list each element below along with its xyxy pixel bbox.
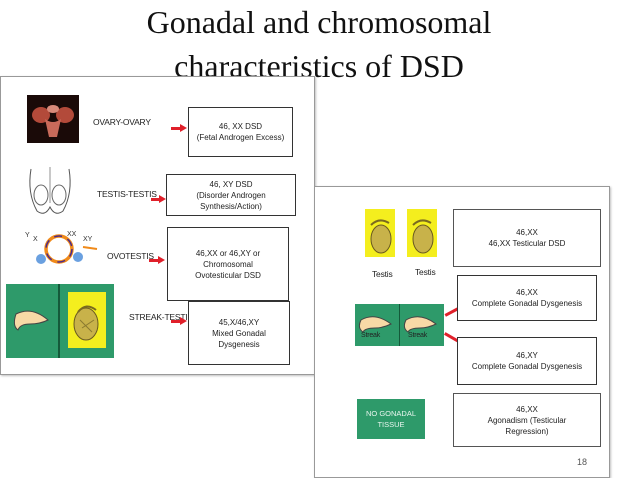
page-number: 18 [576, 457, 587, 467]
box-line: 46,XX [516, 404, 538, 414]
box-line: (Fetal Androgen Excess) [196, 133, 285, 142]
result-box-gonadal-dysgenesis-xx: 46,XX Complete Gonadal Dysgenesis [457, 275, 597, 321]
result-box-agonadism: 46,XX Agonadism (Testicular Regression) [453, 393, 601, 447]
no-gonadal-line: NO GONADAL [365, 409, 416, 418]
dsd-box-ovotesticular: 46,XX or 46,XY or Chromosomal Ovotesticu… [167, 227, 289, 301]
streak-image-1: Streak [355, 304, 399, 346]
box-line: Mixed Gonadal [212, 328, 266, 338]
streak-image-2: Streak [399, 304, 444, 346]
left-figure-panel: OVARY-OVARY 46, XX DSD (Fetal Androgen E… [0, 76, 315, 375]
box-line: 46,XX or 46,XY or [195, 248, 261, 258]
box-line: Chromosomal [203, 259, 253, 269]
chromosome-letter: X [33, 236, 38, 243]
box-line: 46,XX [516, 228, 538, 237]
row-label-testis-testis: TESTIS-TESTIS [97, 189, 157, 199]
box-line: 46,XX Testicular DSD [488, 239, 566, 248]
ovary-image [27, 95, 79, 143]
box-line: Agonadism (Testicular [487, 415, 567, 425]
chromosome-cell-diagram: Y X XX XY [25, 231, 98, 264]
row-label-ovary-ovary: OVARY-OVARY [93, 117, 151, 127]
row-label-ovotestis: OVOTESTIS [107, 251, 154, 261]
box-line: 46,XX [516, 288, 538, 297]
dsd-box-mixed-gonadal: 45,X/46,XY Mixed Gonadal Dysgenesis [188, 301, 290, 365]
chromosome-letter: XY [83, 236, 93, 243]
dsd-box-46xy: 46, XY DSD (Disorder Androgen Synthesis/… [166, 174, 296, 216]
box-line: Complete Gonadal Dysgenesis [471, 362, 583, 371]
box-line: Dysgenesis [218, 339, 260, 349]
box-line: 46, XX DSD [218, 122, 263, 131]
row-label-streak-testis: STREAK-TESTIS [129, 312, 193, 322]
result-box-testicular-dsd: 46,XX 46,XX Testicular DSD [453, 209, 601, 267]
testis-image-2 [407, 209, 437, 257]
streak-label-2: Streak [408, 332, 428, 339]
testis-sketch-image [29, 167, 71, 214]
box-line: 46,XY [516, 351, 538, 360]
box-line: Ovotesticular DSD [195, 270, 261, 280]
slide-title-line-1: Gonadal and chromosomal [146, 4, 492, 40]
box-line: 46, XY DSD [209, 179, 253, 189]
dsd-box-46xx: 46, XX DSD (Fetal Androgen Excess) [188, 107, 293, 157]
no-gonadal-tissue-box: NO GONADAL TISSUE [357, 399, 425, 439]
box-line: Complete Gonadal Dysgenesis [471, 299, 583, 308]
box-line: Regression) [505, 426, 549, 436]
chromosome-letter: XX [67, 231, 77, 238]
testis-gonad-image [58, 284, 114, 358]
testis-image-1 [365, 209, 395, 257]
right-figure-panel: Testis Testis Streak Streak NO GONADAL T… [314, 186, 610, 478]
chromosome-letter: Y [25, 232, 30, 239]
box-line: (Disorder Androgen Synthesis/Action) [196, 190, 266, 211]
box-line: 45,X/46,XY [218, 317, 260, 327]
no-gonadal-line: TISSUE [377, 420, 405, 429]
testis-label-2: Testis [415, 267, 436, 277]
streak-gonad-image [6, 284, 58, 358]
testis-label-1: Testis [372, 269, 393, 279]
result-box-gonadal-dysgenesis-xy: 46,XY Complete Gonadal Dysgenesis [457, 337, 597, 385]
streak-label-1: Streak [361, 332, 381, 339]
